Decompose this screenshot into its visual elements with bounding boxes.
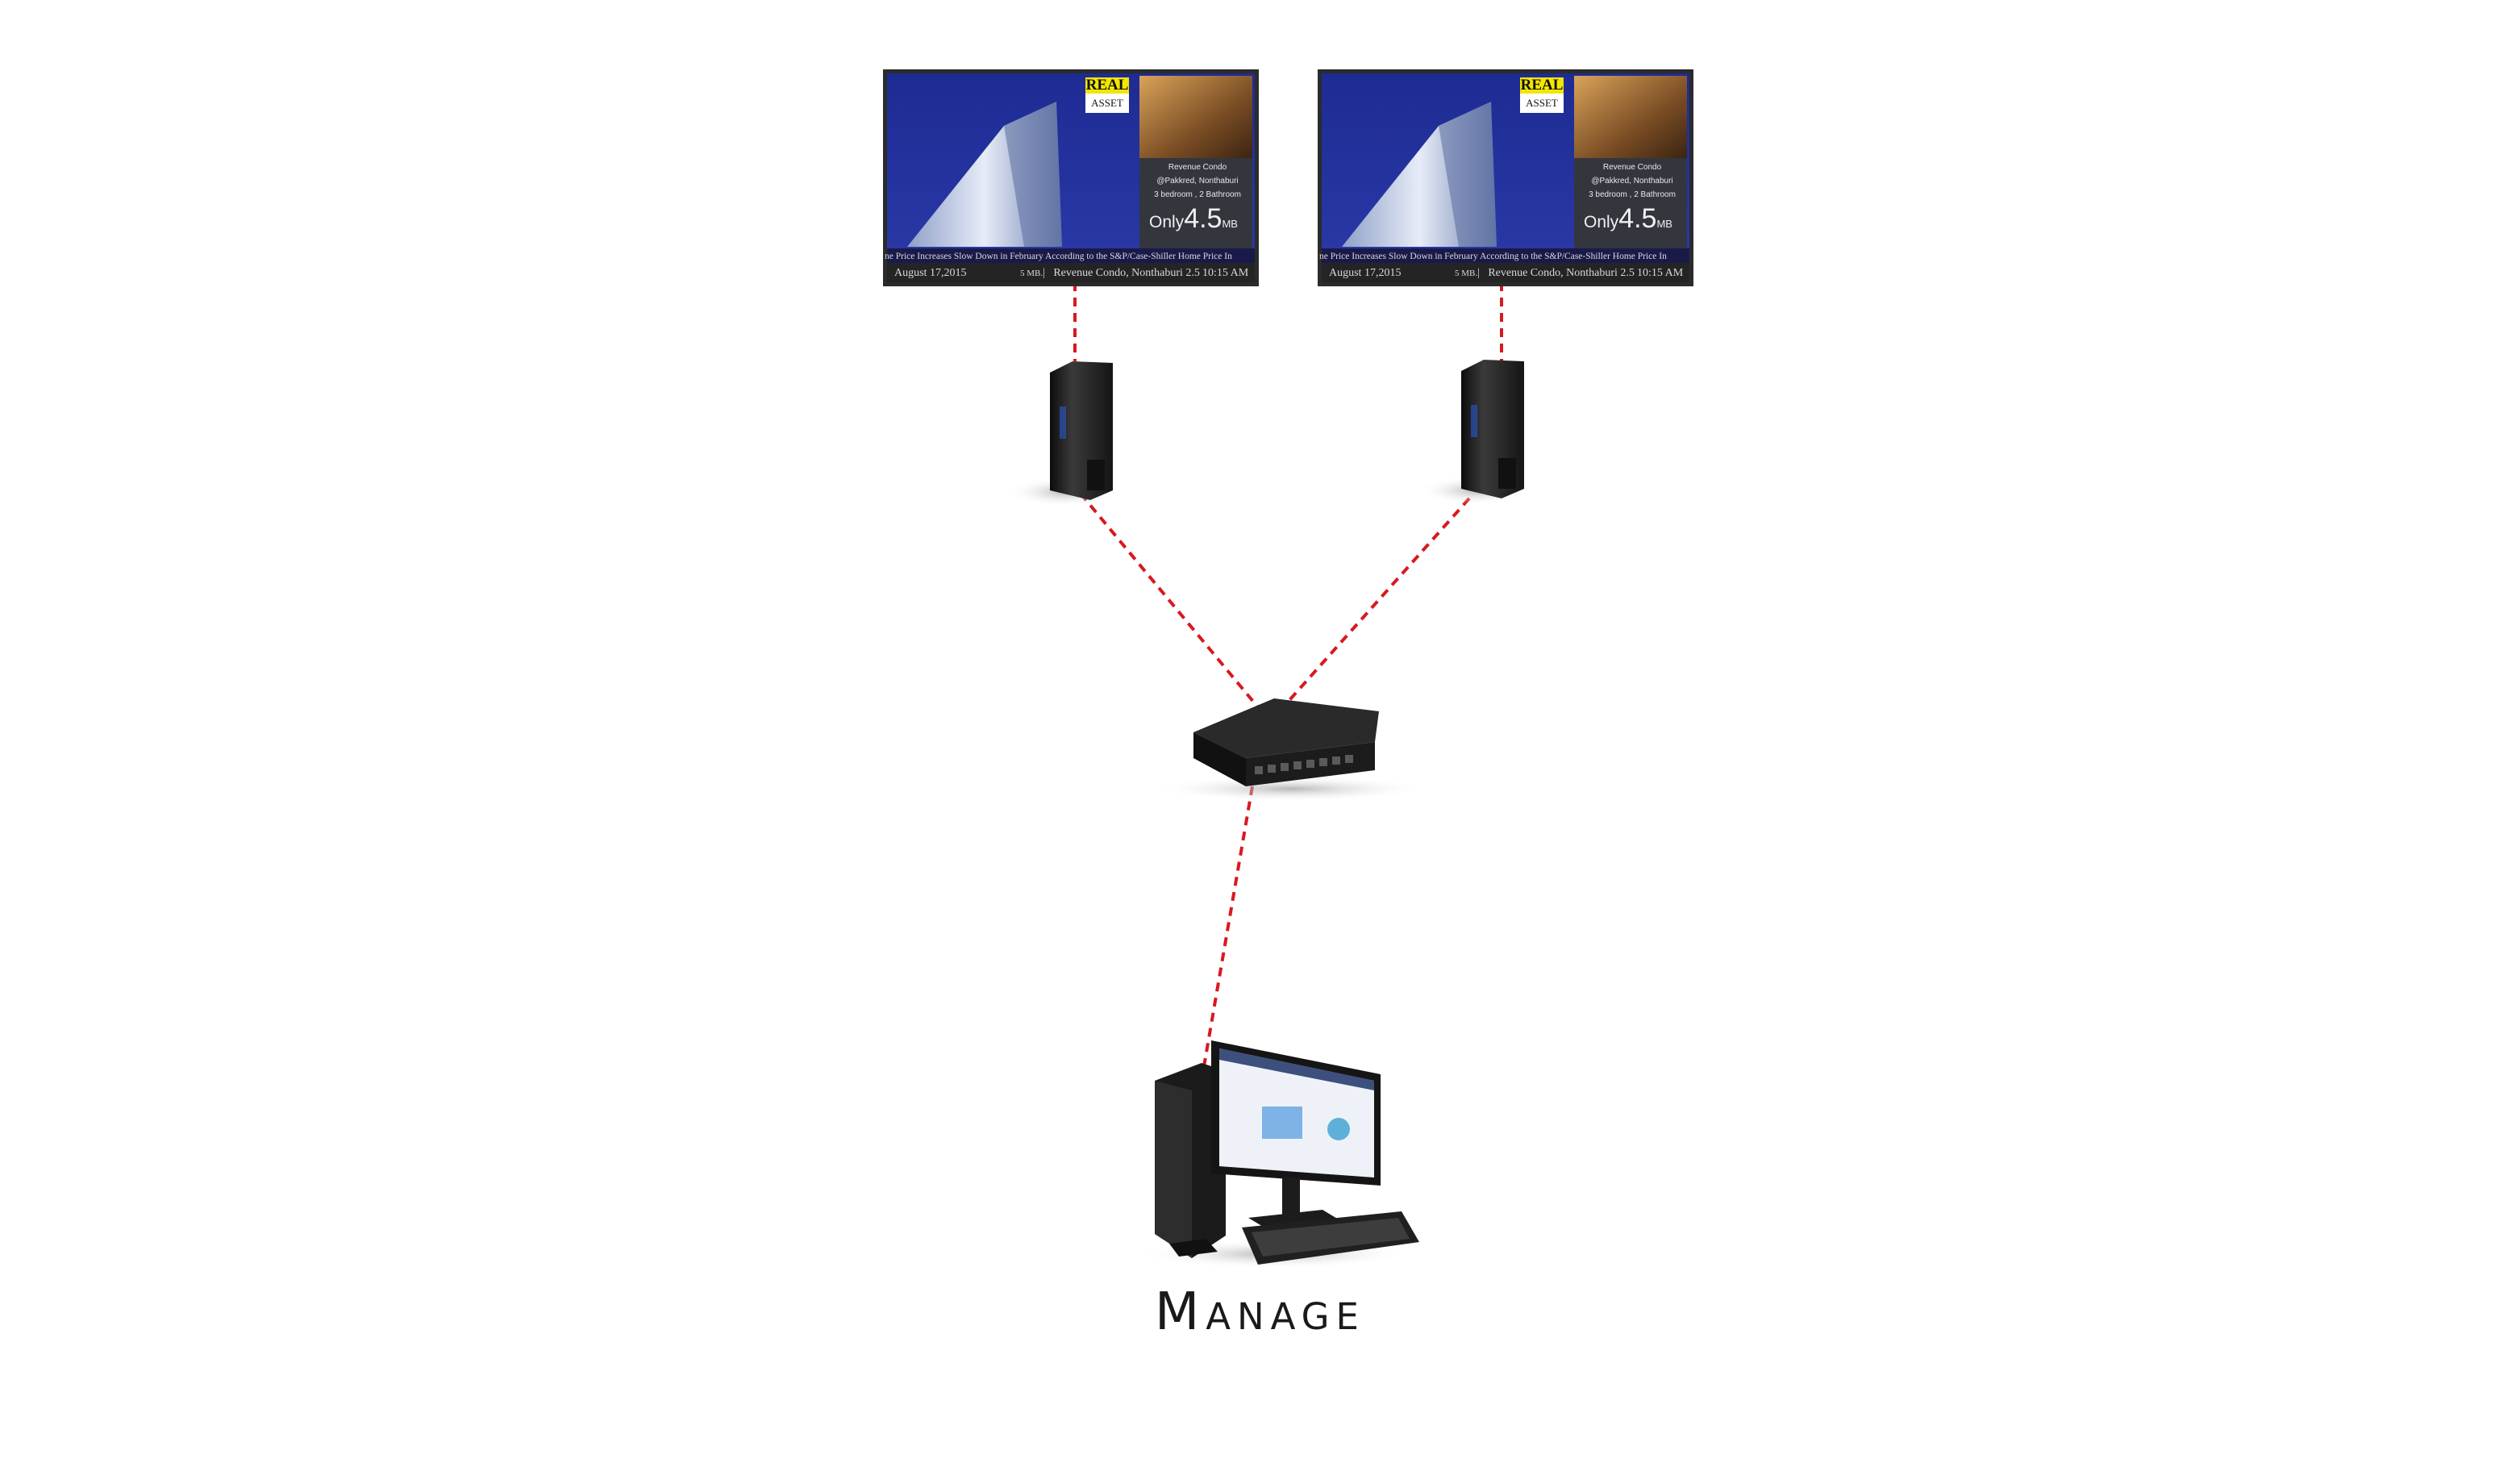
footer-location-text: Revenue Condo, Nonthaburi 2.5: [1488, 267, 1635, 279]
footer-time: 10:15 AM: [1202, 267, 1249, 279]
footer-price: 5 MB.: [1455, 269, 1478, 278]
logo-asset: ASSET: [1526, 97, 1558, 109]
manage-label: Manage: [1155, 1282, 1365, 1342]
price-prefix: Only: [1149, 213, 1185, 231]
keyboard-keys: [1252, 1218, 1410, 1257]
footer-bar: [887, 263, 1255, 282]
info-panel: [1574, 158, 1687, 248]
media-player-box-icon: [1419, 360, 1532, 505]
news-ticker: ne Price Increases Slow Down in February…: [885, 252, 1232, 261]
signage-screen-2-content: REAL ASSET Revenue Condo @Pakkred, Nonth…: [1318, 69, 1693, 286]
price-value: 4.5: [1184, 203, 1223, 234]
switch-shadow: [1153, 776, 1427, 802]
link-player2-switch: [1268, 497, 1471, 723]
logo-real: REAL: [1520, 77, 1564, 94]
info-line-2: @Pakkred, Nonthaburi: [1591, 177, 1673, 185]
footer-date: August 17,2015: [894, 267, 967, 279]
info-line-3: 3 bedroom , 2 Bathroom: [1589, 190, 1676, 199]
news-ticker: ne Price Increases Slow Down in February…: [1319, 252, 1667, 261]
desktop-computer-icon: [1137, 1040, 1419, 1269]
price-tag: Only4.5MB: [1149, 203, 1238, 235]
screen-gauge: [1327, 1118, 1350, 1140]
signage-screen-1-content: REAL ASSET Revenue Condo @Pakkred, Nonth…: [883, 69, 1259, 286]
room-photo: [1574, 76, 1687, 158]
tower-front: [1155, 1081, 1192, 1258]
switch-top: [1193, 698, 1379, 758]
footer-bar: [1322, 263, 1689, 282]
building-shade: [1439, 102, 1497, 247]
footer-separator: |: [1477, 267, 1480, 279]
footer-date: August 17,2015: [1329, 267, 1402, 279]
footer-location: | Revenue Condo, Nonthaburi 2.5: [1043, 267, 1200, 280]
signage-screen-2: [1318, 69, 1693, 286]
info-line-1: Revenue Condo: [1168, 163, 1227, 172]
price-unit: MB: [1656, 218, 1672, 230]
info-line-1: Revenue Condo: [1602, 163, 1662, 172]
media-player-box-icon: [1008, 361, 1121, 506]
network-switch-icon: [1153, 698, 1427, 802]
price-value: 4.5: [1618, 203, 1657, 234]
building-shade: [1004, 102, 1062, 247]
footer-time: 10:15 AM: [1637, 267, 1684, 279]
logo-asset: ASSET: [1091, 97, 1123, 109]
player-stand: [1498, 458, 1516, 489]
switch-ports: [1255, 755, 1353, 774]
price-tag: Only4.5MB: [1584, 203, 1672, 235]
footer-location: | Revenue Condo, Nonthaburi 2.5: [1477, 267, 1635, 280]
player-leds: [1060, 406, 1066, 439]
price-prefix: Only: [1584, 213, 1619, 231]
player-stand: [1087, 460, 1105, 490]
info-line-3: 3 bedroom , 2 Bathroom: [1154, 190, 1241, 199]
link-player1-switch: [1079, 492, 1272, 723]
logo-real: REAL: [1085, 77, 1129, 94]
screen-header: [1219, 1048, 1374, 1090]
monitor-stand: [1282, 1177, 1300, 1216]
mouse-pad: [1169, 1239, 1218, 1257]
footer-separator: |: [1043, 267, 1045, 279]
monitor-base: [1248, 1210, 1339, 1228]
info-line-2: @Pakkred, Nonthaburi: [1156, 177, 1239, 185]
switch-front: [1193, 732, 1246, 786]
ticker-bar: [1322, 248, 1689, 263]
footer-price: 5 MB.: [1020, 269, 1043, 278]
link-switch-computer: [1202, 786, 1254, 1072]
screen-chart: [1262, 1107, 1302, 1139]
info-panel: [1139, 158, 1252, 248]
ticker-bar: [887, 248, 1255, 263]
player-leds: [1471, 405, 1477, 437]
price-unit: MB: [1222, 218, 1238, 230]
network-links: [1073, 282, 1503, 1072]
room-photo: [1139, 76, 1252, 158]
footer-location-text: Revenue Condo, Nonthaburi 2.5: [1053, 267, 1200, 279]
